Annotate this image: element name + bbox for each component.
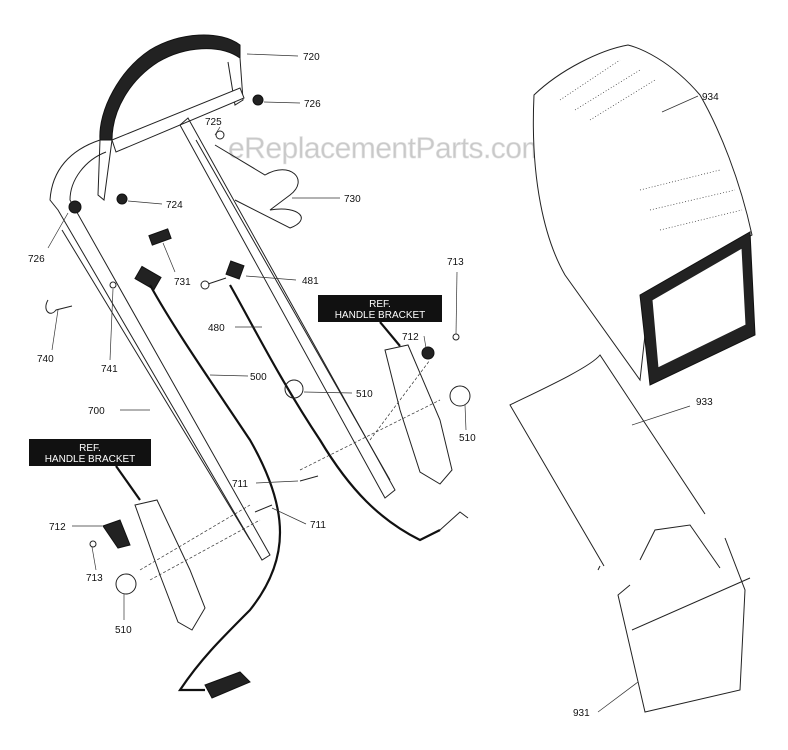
ref-box-left-line2: HANDLE BRACKET bbox=[45, 454, 136, 465]
ref-leader-left bbox=[115, 465, 141, 501]
right-handle-tube bbox=[179, 117, 396, 499]
knob-712-left bbox=[102, 519, 131, 549]
callout-500: 500 bbox=[250, 372, 267, 383]
right-tube-inner bbox=[195, 139, 391, 481]
callout-726-top: 726 bbox=[304, 99, 321, 110]
handle-bracket-right bbox=[384, 344, 453, 485]
knob-725 bbox=[215, 130, 225, 140]
callout-731: 731 bbox=[174, 277, 191, 288]
callout-933: 933 bbox=[696, 397, 713, 408]
cable-480-end bbox=[439, 511, 469, 531]
callout-713-left: 713 bbox=[86, 573, 103, 584]
knob-712-right bbox=[421, 346, 435, 360]
watermark: eReplacementParts.com bbox=[228, 132, 546, 165]
ref-box-right-line1: REF. bbox=[369, 299, 391, 310]
bolt-481-head bbox=[200, 280, 210, 290]
bolt-713-left bbox=[89, 540, 97, 548]
grass-bag-934 bbox=[532, 44, 753, 382]
hairpin-510-left bbox=[115, 573, 137, 595]
hairpin-510-mid bbox=[284, 379, 304, 399]
callout-510-right: 510 bbox=[459, 433, 476, 444]
callout-510-mid: 510 bbox=[356, 389, 373, 400]
spring-end bbox=[204, 671, 251, 699]
callout-480: 480 bbox=[208, 323, 225, 334]
knob-726-left bbox=[68, 200, 82, 214]
callout-700: 700 bbox=[88, 406, 105, 417]
left-handle-tube-inner bbox=[61, 229, 251, 541]
ref-box-right: REF. HANDLE BRACKET bbox=[318, 295, 442, 322]
callout-741: 741 bbox=[101, 364, 118, 375]
callout-711-mid: 711 bbox=[232, 479, 248, 490]
bag-handle-931 bbox=[617, 524, 751, 713]
callout-725: 725 bbox=[205, 117, 222, 128]
callout-730: 730 bbox=[344, 194, 361, 205]
upper-handle-grip bbox=[99, 34, 241, 141]
callout-931: 931 bbox=[573, 708, 590, 719]
callout-510-left: 510 bbox=[115, 625, 132, 636]
knob-726-top bbox=[252, 94, 264, 106]
bag-frame-933 bbox=[509, 354, 706, 571]
handle-crossbar bbox=[111, 87, 245, 153]
bolt-741 bbox=[109, 281, 117, 289]
bolt-711-low bbox=[254, 504, 273, 513]
cable-480 bbox=[229, 284, 441, 542]
callout-934: 934 bbox=[702, 92, 719, 103]
callout-712-left: 712 bbox=[49, 522, 66, 533]
bolt-713-right bbox=[452, 333, 460, 341]
ref-box-left: REF. HANDLE BRACKET bbox=[29, 439, 151, 466]
grass-bag-mesh bbox=[559, 59, 743, 231]
callout-726-left: 726 bbox=[28, 254, 45, 265]
handle-bracket-left bbox=[134, 499, 206, 631]
grass-bag-assembly bbox=[509, 44, 756, 713]
callout-711-low: 711 bbox=[310, 520, 326, 531]
clip-481 bbox=[225, 260, 245, 280]
upper-handle-frame bbox=[97, 57, 244, 201]
assembly-path-right bbox=[299, 359, 441, 471]
switch-731 bbox=[148, 228, 172, 246]
ref-leader-right bbox=[379, 321, 401, 347]
clip-740 bbox=[45, 299, 73, 314]
cable-connector bbox=[134, 265, 162, 291]
callout-740: 740 bbox=[37, 354, 54, 365]
bag-frame-inner bbox=[651, 247, 747, 369]
control-bail-730 bbox=[214, 144, 302, 229]
ref-box-left-line1: REF. bbox=[79, 443, 101, 454]
hairpin-510-right bbox=[449, 385, 471, 407]
callout-712-right: 712 bbox=[402, 332, 419, 343]
nut-724 bbox=[116, 193, 128, 205]
callout-724: 724 bbox=[166, 200, 183, 211]
assembly-path-left bbox=[139, 504, 261, 581]
left-handle-tube bbox=[49, 139, 271, 561]
handle-assembly bbox=[45, 34, 471, 699]
callout-481: 481 bbox=[302, 276, 319, 287]
ref-box-right-line2: HANDLE BRACKET bbox=[335, 310, 426, 321]
callouts: 720 726 725 724 730 726 731 481 480 740 … bbox=[28, 52, 719, 719]
callout-720: 720 bbox=[303, 52, 320, 63]
bolt-711-mid bbox=[299, 475, 319, 482]
leader-lines bbox=[47, 53, 699, 713]
callout-713-right: 713 bbox=[447, 257, 464, 268]
cable-500 bbox=[149, 284, 282, 692]
